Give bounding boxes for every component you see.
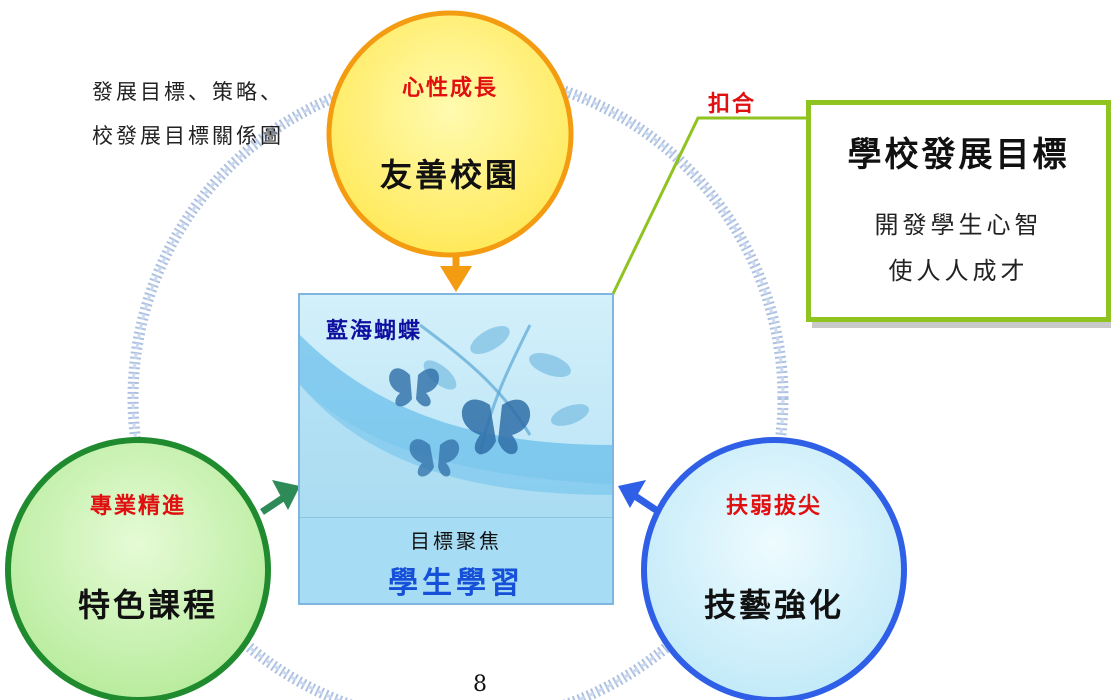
- student-learning-label: 學生學習: [388, 566, 524, 601]
- left-circle-theme: 專業精進: [89, 493, 186, 519]
- butterfly-1: [389, 368, 440, 407]
- butterfly-3: [409, 439, 460, 477]
- right-arrow-head: [618, 480, 646, 508]
- right-circle: [641, 437, 907, 700]
- top-circle-name: 友善校園: [379, 156, 520, 194]
- butterfly-2: [461, 399, 531, 455]
- center-footer-band: [300, 517, 612, 603]
- left-circle: [5, 437, 271, 700]
- goal-line-2: 使人人成才: [888, 257, 1029, 285]
- tie-label: 扣合: [708, 91, 757, 117]
- caption-line-1: 發展目標、策略、: [92, 80, 284, 104]
- school-goal-box: 學校發展目標 開發學生心智 使人人成才: [806, 100, 1111, 322]
- top-circle-theme: 心性成長: [401, 75, 498, 101]
- goal-title: 學校發展目標: [847, 135, 1070, 175]
- caption: 發展目標、策略、校發展目標關係圖: [0, 70, 284, 158]
- goal-line-1: 開發學生心智: [874, 211, 1043, 239]
- left-circle-name: 特色課程: [77, 586, 218, 624]
- right-circle-theme: 扶弱拔尖: [725, 493, 822, 519]
- left-arrow-head: [272, 480, 300, 510]
- page-number: 8: [473, 672, 487, 697]
- butterfly-illustration: [300, 323, 612, 517]
- center-box: 藍海蝴蝶 目標聚焦 學生學習: [298, 293, 614, 605]
- top-arrow-head: [440, 266, 472, 292]
- tie-connector-line: [610, 116, 808, 297]
- top-circle: [326, 10, 574, 258]
- center-title: 藍海蝴蝶: [326, 318, 423, 344]
- right-circle-name: 技藝強化: [703, 586, 844, 624]
- caption-line-2: 校發展目標關係圖: [92, 124, 284, 148]
- focus-label: 目標聚焦: [410, 529, 502, 553]
